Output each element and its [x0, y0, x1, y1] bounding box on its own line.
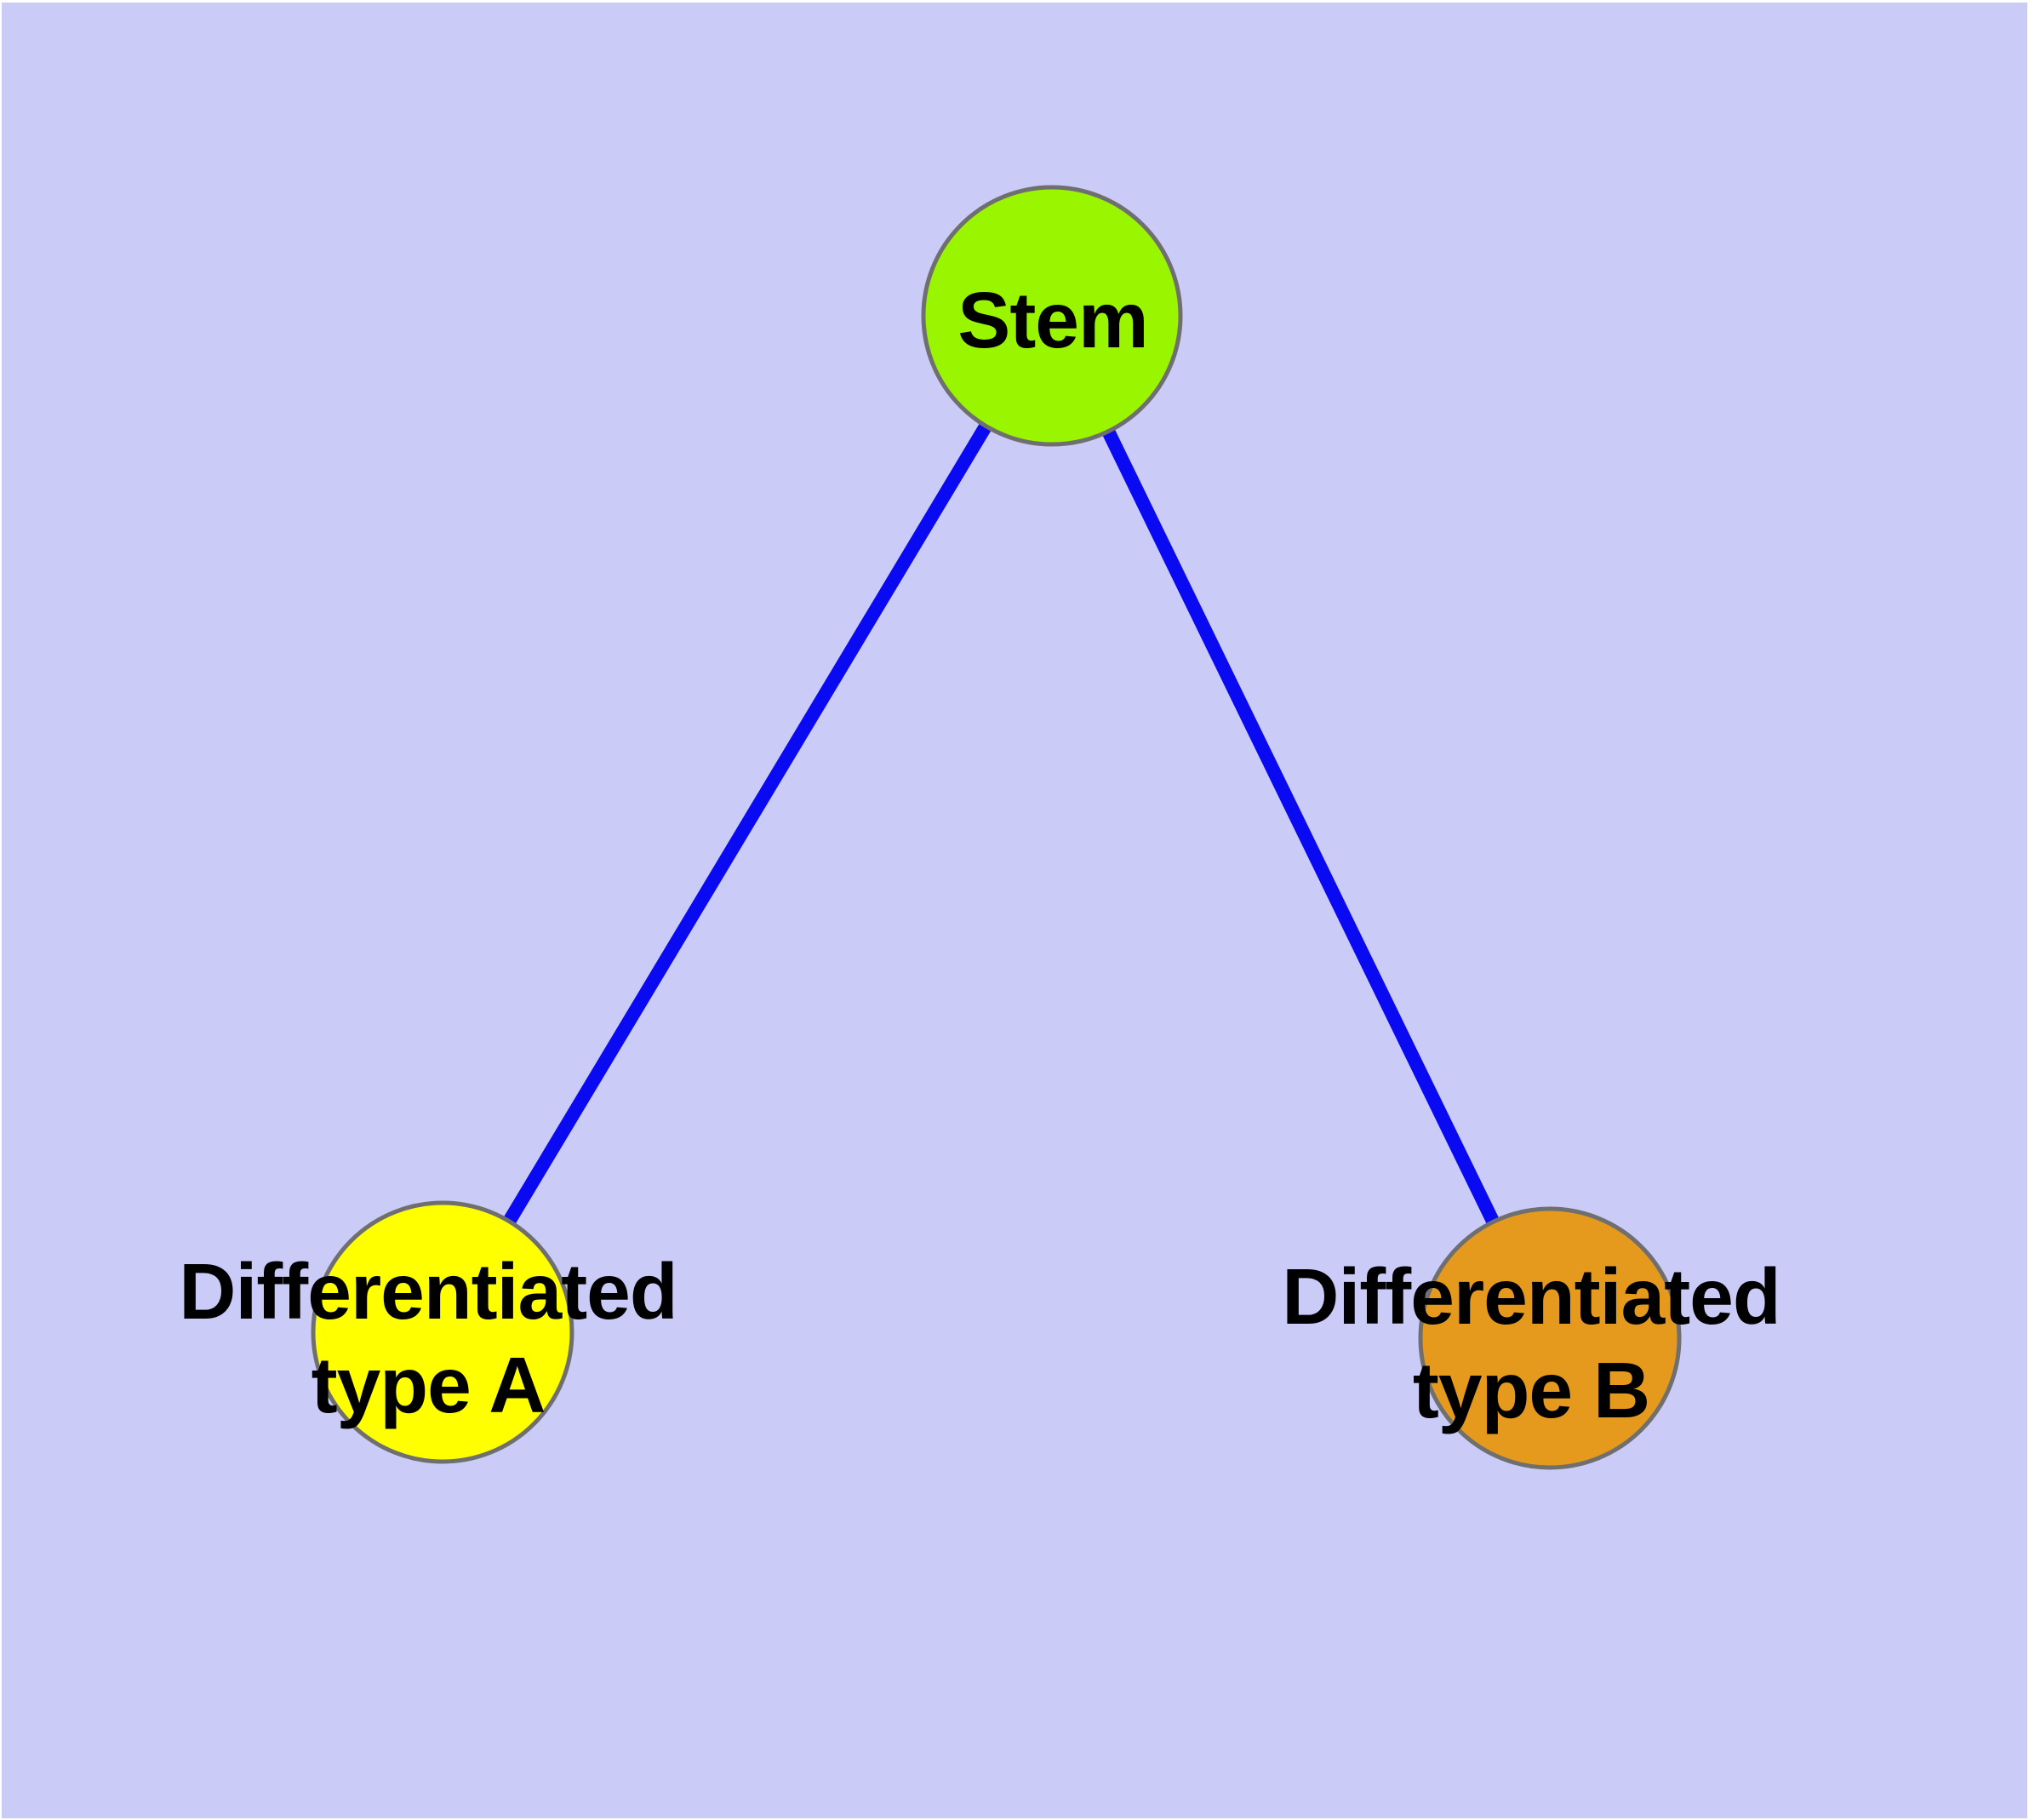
differentiated-type-b-node-label: Differentiated type B	[1282, 1250, 1780, 1437]
edge-stem-to-type-a	[437, 312, 1058, 1336]
differentiated-type-b-node[interactable]	[1418, 1206, 1682, 1470]
type-a-label-line1: Differentiated	[179, 1247, 677, 1336]
stem-node-label: Stem	[957, 273, 1148, 367]
type-b-label-line2: type B	[1412, 1346, 1650, 1434]
differentiated-type-a-node[interactable]	[311, 1200, 574, 1464]
type-b-label-line1: Differentiated	[1282, 1252, 1780, 1341]
stem-node[interactable]	[921, 185, 1183, 447]
type-a-label-line2: type A	[311, 1341, 546, 1429]
edge-stem-to-type-b	[1045, 312, 1557, 1342]
stem-node-label-text: Stem	[957, 276, 1148, 364]
differentiated-type-a-node-label: Differentiated type A	[179, 1245, 677, 1432]
